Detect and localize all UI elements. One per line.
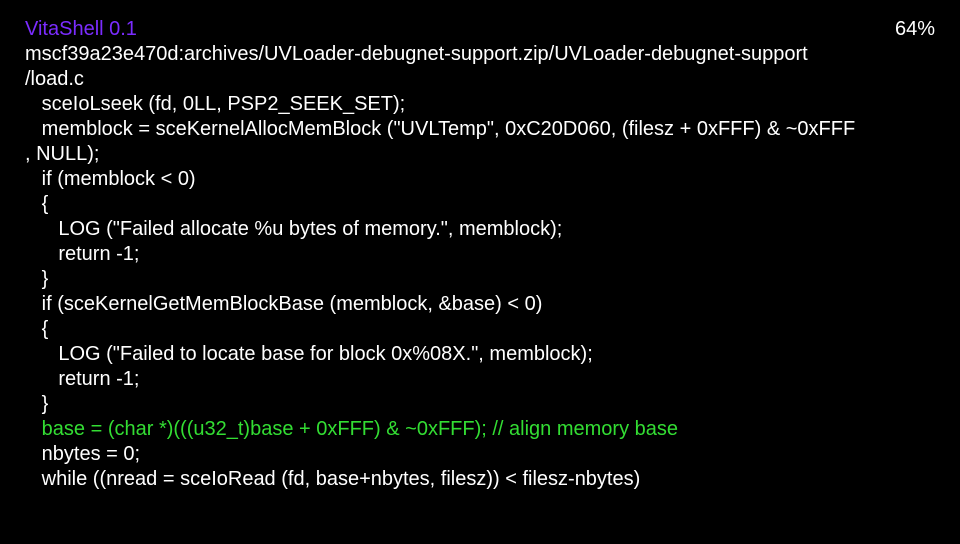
file-path-line: mscf39a23e470d:archives/UVLoader-debugne…	[25, 43, 808, 65]
code-line-selected[interactable]: base = (char *)(((u32_t)base + 0xFFF) & …	[25, 418, 678, 440]
code-line[interactable]: }	[25, 268, 49, 290]
code-line[interactable]: LOG ("Failed allocate %u bytes of memory…	[25, 218, 563, 240]
app-title: VitaShell 0.1	[25, 18, 137, 40]
code-line[interactable]: if (sceKernelGetMemBlockBase (memblock, …	[25, 293, 543, 315]
code-line[interactable]: sceIoLseek (fd, 0LL, PSP2_SEEK_SET);	[25, 93, 406, 115]
text-viewer[interactable]: sceIoLseek (fd, 0LL, PSP2_SEEK_SET); mem…	[25, 92, 937, 492]
file-path: mscf39a23e470d:archives/UVLoader-debugne…	[25, 42, 937, 92]
file-path-line: /load.c	[25, 68, 84, 90]
code-line[interactable]: }	[25, 393, 49, 415]
code-line[interactable]: memblock = sceKernelAllocMemBlock ("UVLT…	[25, 118, 856, 140]
code-line[interactable]: LOG ("Failed to locate base for block 0x…	[25, 343, 593, 365]
battery-percentage: 64%	[894, 18, 935, 40]
code-line[interactable]: , NULL);	[25, 143, 100, 165]
code-line[interactable]: return -1;	[25, 368, 140, 390]
code-line[interactable]: return -1;	[25, 243, 140, 265]
code-line[interactable]: {	[25, 193, 49, 215]
code-line[interactable]: while ((nread = sceIoRead (fd, base+nbyt…	[25, 468, 641, 490]
code-line[interactable]: if (memblock < 0)	[25, 168, 196, 190]
code-line[interactable]: nbytes = 0;	[25, 443, 141, 465]
code-line[interactable]: {	[25, 318, 49, 340]
